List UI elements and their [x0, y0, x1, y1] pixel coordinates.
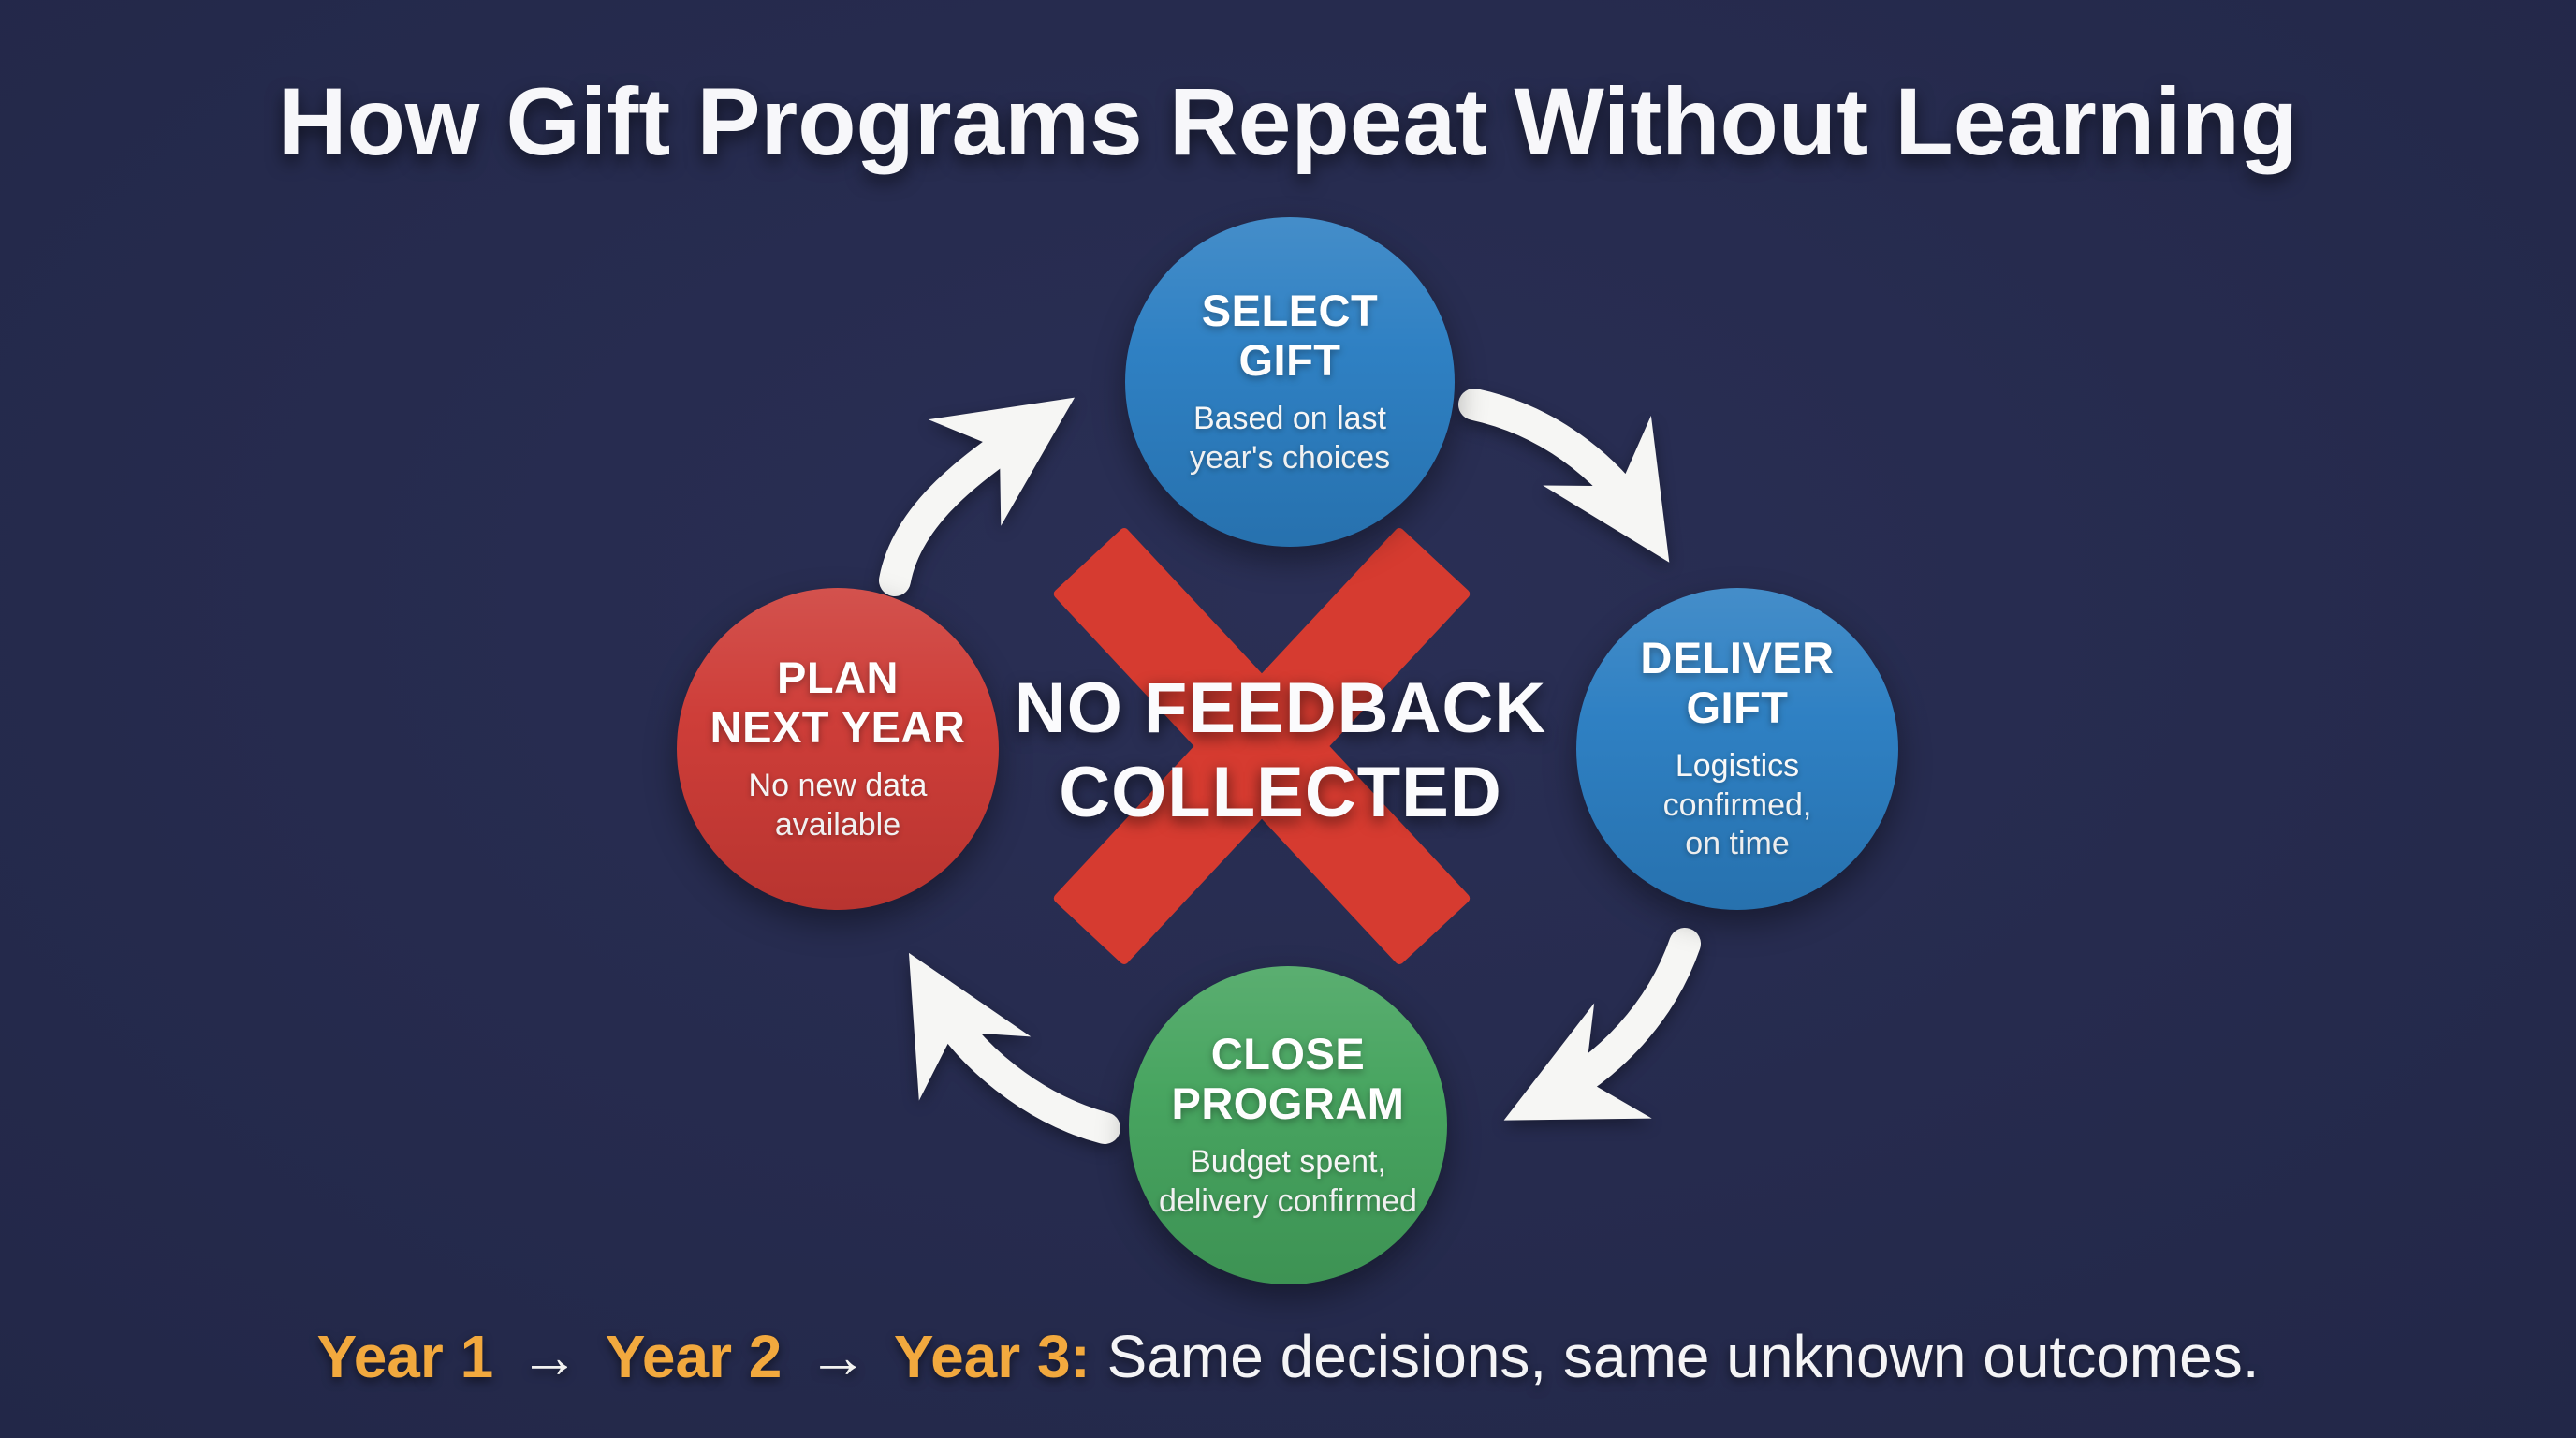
- step-close-program-title: CLOSE PROGRAM: [1171, 1028, 1405, 1128]
- footer-arrow-icon: →: [808, 1323, 869, 1390]
- step-close-program-subtitle: Budget spent, delivery confirmed: [1159, 1144, 1417, 1219]
- step-deliver-gift-subtitle: Logistics confirmed, on time: [1662, 748, 1812, 862]
- step-deliver-gift-title: DELIVER GIFT: [1640, 633, 1835, 732]
- arrow-close-to-plan: [908, 952, 1120, 1144]
- arrow-deliver-to-close: [1503, 928, 1701, 1121]
- step-select-gift-title: SELECT GIFT: [1201, 285, 1379, 385]
- footer-arrow-icon: →: [519, 1323, 579, 1390]
- footer-year-3: Year 3:: [893, 1323, 1090, 1390]
- no-feedback-x-icon: [1053, 527, 1471, 965]
- step-plan-next-year-title: PLAN NEXT YEAR: [710, 652, 966, 752]
- step-close-program: CLOSE PROGRAM Budget spent, delivery con…: [1129, 966, 1447, 1284]
- step-select-gift-subtitle: Based on last year's choices: [1189, 401, 1391, 476]
- footer-caption: Year 1 → Year 2 → Year 3: Same decisions…: [0, 1322, 2576, 1391]
- step-plan-next-year: PLAN NEXT YEAR No new data available: [677, 588, 999, 910]
- step-deliver-gift: DELIVER GIFT Logistics confirmed, on tim…: [1576, 588, 1898, 910]
- footer-year-2: Year 2: [605, 1323, 783, 1390]
- arrow-plan-to-select: [879, 397, 1076, 596]
- step-select-gift: SELECT GIFT Based on last year's choices: [1125, 217, 1455, 547]
- step-plan-next-year-subtitle: No new data available: [748, 768, 928, 843]
- no-feedback-label: NO FEEDBACK COLLECTED: [1014, 668, 1547, 832]
- page-title: How Gift Programs Repeat Without Learnin…: [277, 68, 2299, 175]
- footer-message: Same decisions, same unknown outcomes.: [1106, 1323, 2260, 1390]
- arrow-select-to-deliver: [1458, 389, 1670, 563]
- footer-year-1: Year 1: [316, 1323, 494, 1390]
